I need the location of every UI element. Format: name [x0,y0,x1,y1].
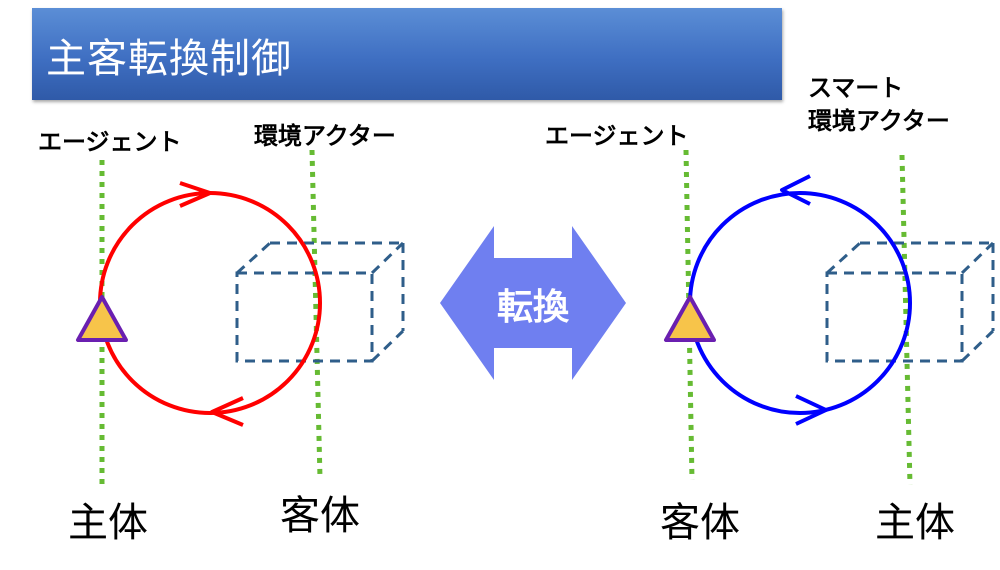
center-transform-label: 転換 [496,287,569,328]
left-subject-label: 主体 [68,500,148,546]
right-arrowhead-top [780,174,811,206]
right-arrowhead-bottom [795,394,828,426]
left-agent-label: エージェント [38,128,182,156]
slide-title: 主客転換制御 [46,36,292,82]
right-actor-label: スマート 環境アクター [808,72,950,138]
right-object-label: 客体 [660,500,740,546]
left-arrowhead-bottom [210,396,244,427]
left-control-loop [98,191,322,415]
right-agent-label: エージェント [545,122,689,150]
right-actor-label-line2: 環境アクター [808,107,950,135]
title-bar: 主客転換制御 [32,8,782,100]
right-agent-triangle [664,295,716,342]
left-arrowhead-top [179,181,212,208]
left-actor-label: 環境アクター [254,122,396,150]
right-subject-label: 主体 [875,500,955,546]
left-object-label: 客体 [280,493,360,539]
right-actor-label-line1: スマート [808,74,904,102]
center-double-arrow [440,226,626,380]
right-actor-guide-line [899,154,913,486]
left-agent-triangle [76,295,128,342]
right-control-loop [688,191,912,415]
